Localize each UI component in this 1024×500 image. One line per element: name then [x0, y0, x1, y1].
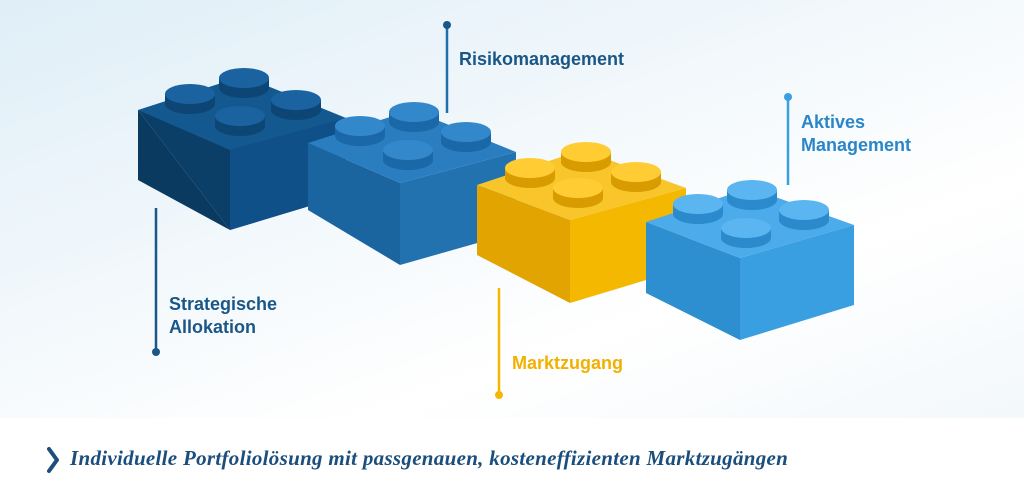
brick-active-management: [646, 180, 854, 340]
tagline-text: Individuelle Portfoliolösung mit passgen…: [70, 446, 789, 470]
connector-active: [784, 93, 792, 185]
label-active-line-1: Aktives: [801, 112, 866, 132]
label-active-line-2: Management: [801, 135, 912, 155]
label-active-management: Aktives Management: [801, 111, 911, 157]
label-strategic-allocation: Strategische Allokation: [169, 293, 277, 339]
diagram-area: Risikomanagement Strategische Allokation…: [0, 0, 1024, 418]
label-strategic-line-1: Strategische: [169, 294, 278, 314]
label-market-access: Marktzugang: [512, 353, 624, 373]
connector-access: [495, 288, 503, 399]
chevron-right-icon: [47, 447, 59, 473]
brick-diagram: [138, 21, 854, 399]
label-risk-management: Risikomanagement: [459, 49, 625, 69]
connector-risk: [443, 21, 451, 113]
label-strategic-line-2: Allokation: [169, 317, 257, 337]
connector-strategic: [152, 208, 160, 356]
tagline-bar: Individuelle Portfoliolösung mit passgen…: [0, 418, 1024, 500]
